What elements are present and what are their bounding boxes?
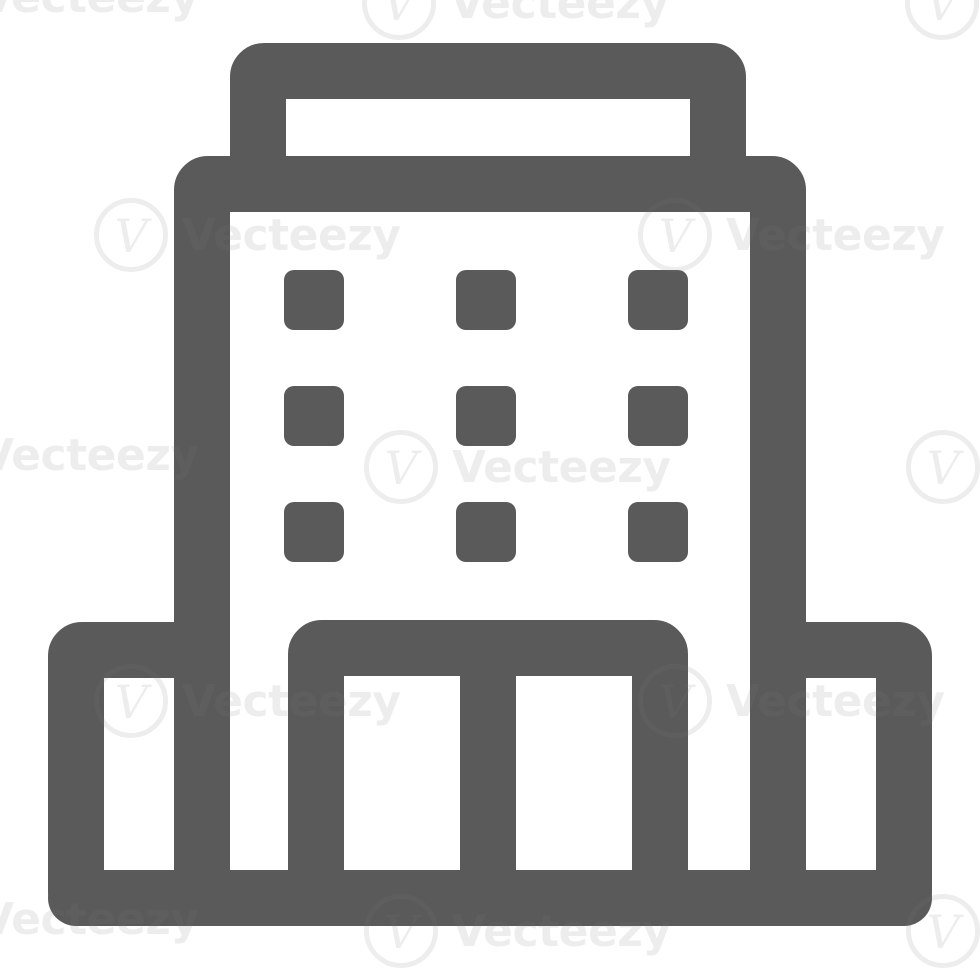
window-square (456, 502, 516, 562)
window-square (284, 502, 344, 562)
windows-grid (284, 270, 688, 562)
right-wing (750, 622, 932, 926)
window-square (284, 386, 344, 446)
window-square (456, 386, 516, 446)
window-square (456, 270, 516, 330)
window-square (628, 502, 688, 562)
window-square (284, 270, 344, 330)
left-wing (48, 622, 230, 926)
window-square (628, 386, 688, 446)
window-square (628, 270, 688, 330)
